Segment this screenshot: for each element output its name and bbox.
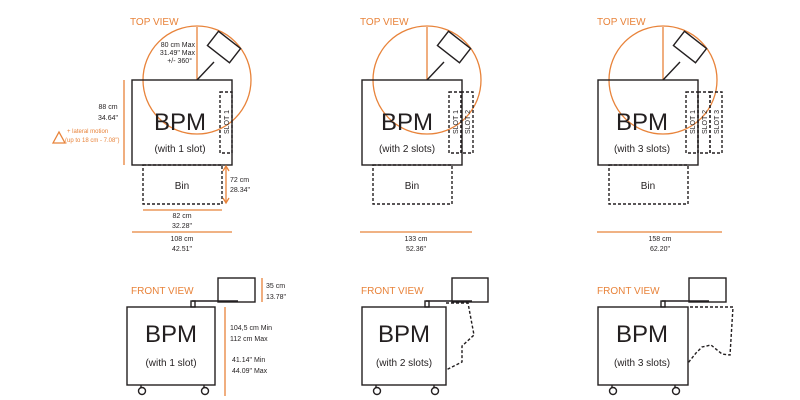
height-min-in: 41.14" Min [232,357,265,364]
bin-label: Bin [405,181,419,192]
warning-triangle-icon [51,130,67,144]
lateral-motion-value: (up to 18 cm - 7.08") [65,138,120,144]
front-view-3-slots: FRONT VIEW BPM (with 3 slots) [597,277,734,396]
bin-outline [608,164,689,205]
bpm-body [361,306,447,386]
front-view-label: FRONT VIEW [131,286,194,297]
bin-depth-in: 28.34" [230,187,251,194]
top-view-label: TOP VIEW [130,17,179,28]
monitor-arm-icon [662,30,708,81]
top-view-1-slot: TOP VIEW 80 cm Max 31.49" Max +/- 360° S… [51,17,252,253]
front-view-1-slot: FRONT VIEW BPM (with 1 slot) 104,5 cm Mi… [126,277,287,396]
height-min-cm: 104,5 cm Min [230,325,272,332]
slot-outline [219,91,233,154]
bpm-subtitle: (with 3 slots) [614,358,670,369]
lateral-motion-label: + lateral motion [67,129,108,135]
wheel-icon [430,385,440,396]
height-max-cm: 112 cm Max [230,336,268,343]
top-view-3-slots: TOP VIEW SLOT 1 SLOT 2 SLOT 3 BPM (with … [597,17,723,253]
slot-label: SLOT 1 [690,110,697,134]
top-view-2-slots: TOP VIEW SLOT 1 SLOT 2 BPM (with 2 slots… [360,17,482,253]
monitor-arm-icon [196,30,242,81]
front-view-label: FRONT VIEW [361,286,424,297]
arm-reach-in: 31.49" Max [160,50,196,57]
bpm-label: BPM [381,109,433,136]
bpm-subtitle: (with 2 slots) [376,358,432,369]
bpm-subtitle: (with 1 slot) [145,358,196,369]
top-view-label: TOP VIEW [360,17,409,28]
monitor-arm-icon [426,30,472,81]
monitor [451,277,489,303]
total-width-in: 52.36" [406,246,427,253]
bin-width-in: 32.28" [172,223,193,230]
bpm-body [126,306,216,386]
slot-outline [709,91,723,154]
bpm-label: BPM [145,321,197,348]
bpm-subtitle: (with 3 slots) [614,144,670,155]
wheel-icon [200,385,210,396]
bpm-label: BPM [616,321,668,348]
wheel-icon [608,385,618,396]
bin-label: Bin [641,181,655,192]
depth-in: 34.64" [98,115,119,122]
height-max-in: 44.09" Max [232,368,268,375]
slot-label: SLOT 1 [224,110,231,134]
front-view-label: FRONT VIEW [597,286,660,297]
bpm-body [361,79,463,166]
slot-outline [460,91,474,154]
wheel-icon [671,385,681,396]
slot-outline [687,306,734,364]
total-width-cm: 133 cm [405,236,428,243]
slot-label: SLOT 3 [714,110,721,134]
total-width-cm: 158 cm [649,236,672,243]
bin-width-cm: 82 cm [172,213,191,220]
monitor-height-cm: 35 cm [266,283,285,290]
front-view-2-slots: FRONT VIEW BPM (with 2 slots) [361,277,489,396]
total-width-in: 42.51" [172,246,193,253]
slot-outline [445,302,475,371]
arm-reach-cm: 80 cm Max [161,42,196,49]
monitor-height-in: 13.78" [266,294,287,301]
bin-outline [142,164,223,205]
depth-cm: 88 cm [98,104,117,111]
bpm-body [597,306,689,386]
top-view-label: TOP VIEW [597,17,646,28]
slot-label: SLOT 2 [702,110,709,134]
bpm-label: BPM [378,321,430,348]
bpm-subtitle: (with 2 slots) [379,144,435,155]
wheel-icon [137,385,147,396]
bin-depth-cm: 72 cm [230,177,249,184]
slot-label: SLOT 1 [453,110,460,134]
bpm-subtitle: (with 1 slot) [154,144,205,155]
bpm-label: BPM [154,109,206,136]
bin-label: Bin [175,181,189,192]
wheel-icon [372,385,382,396]
monitor [688,277,727,303]
total-width-cm: 108 cm [171,236,194,243]
arm-rotation: +/- 360° [167,57,192,65]
monitor [217,277,256,303]
bin-outline [372,164,453,205]
bpm-label: BPM [616,109,668,136]
total-width-in: 62.20" [650,246,671,253]
slot-label: SLOT 2 [465,110,472,134]
